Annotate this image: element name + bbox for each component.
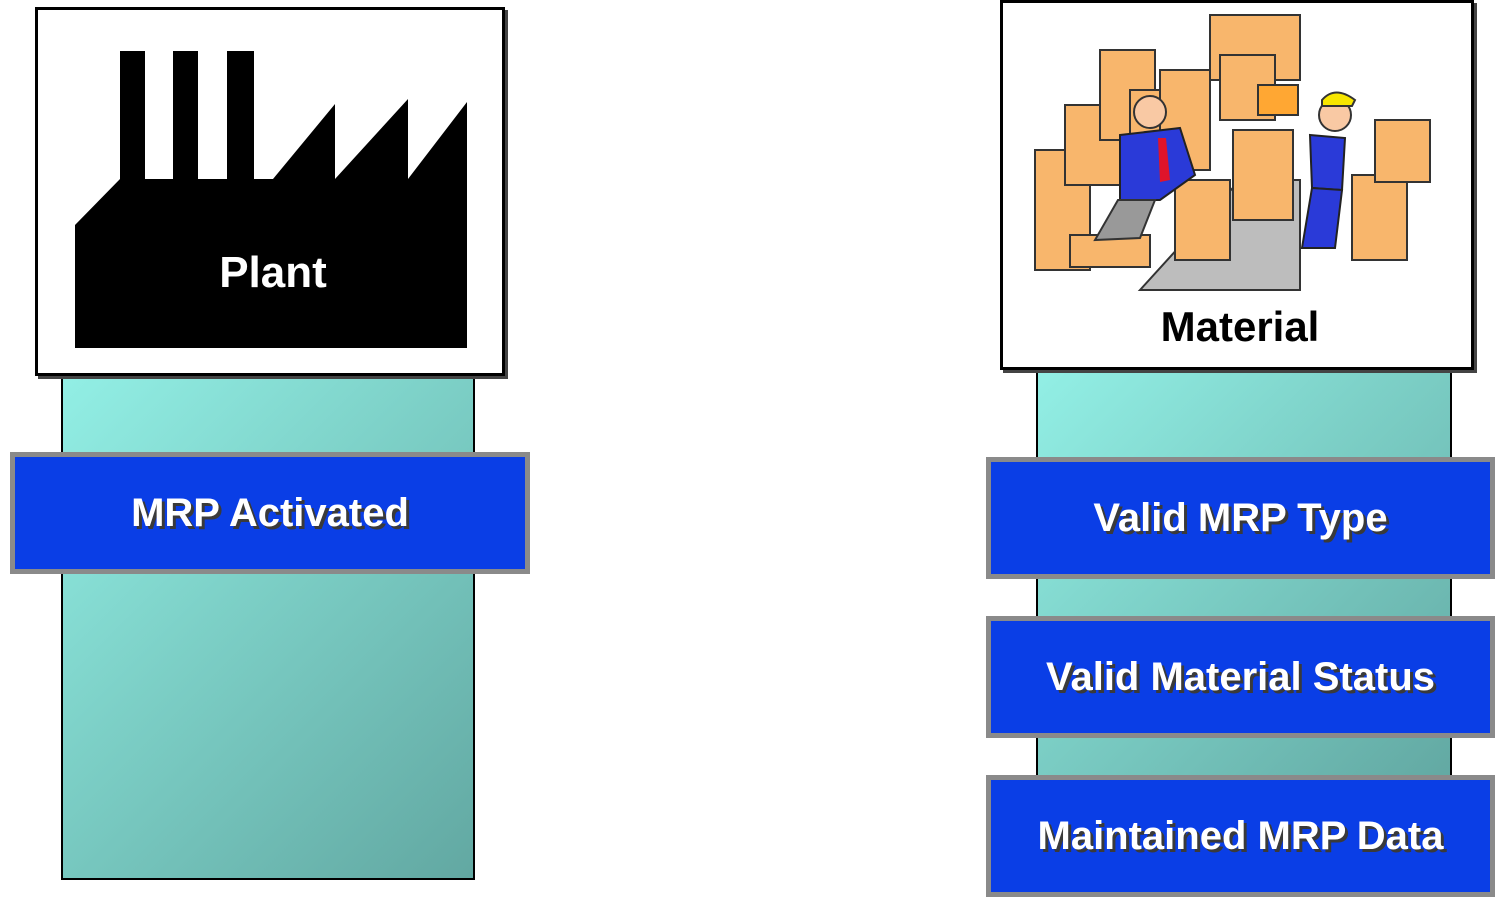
material-card: Material <box>1000 0 1474 370</box>
maintained-mrp-data-bar: Maintained MRP Data <box>986 775 1495 897</box>
factory-icon <box>75 51 467 348</box>
valid-mrp-type-bar: Valid MRP Type <box>986 457 1495 579</box>
material-title: Material <box>1160 303 1320 350</box>
plant-pillar <box>61 360 475 880</box>
valid-material-status-bar: Valid Material Status <box>986 616 1495 738</box>
warehouse-workers-icon <box>1034 14 1431 291</box>
plant-card: Plant <box>35 7 505 376</box>
plant-title: Plant <box>219 248 327 297</box>
mrp-activated-bar: MRP Activated <box>10 452 530 574</box>
